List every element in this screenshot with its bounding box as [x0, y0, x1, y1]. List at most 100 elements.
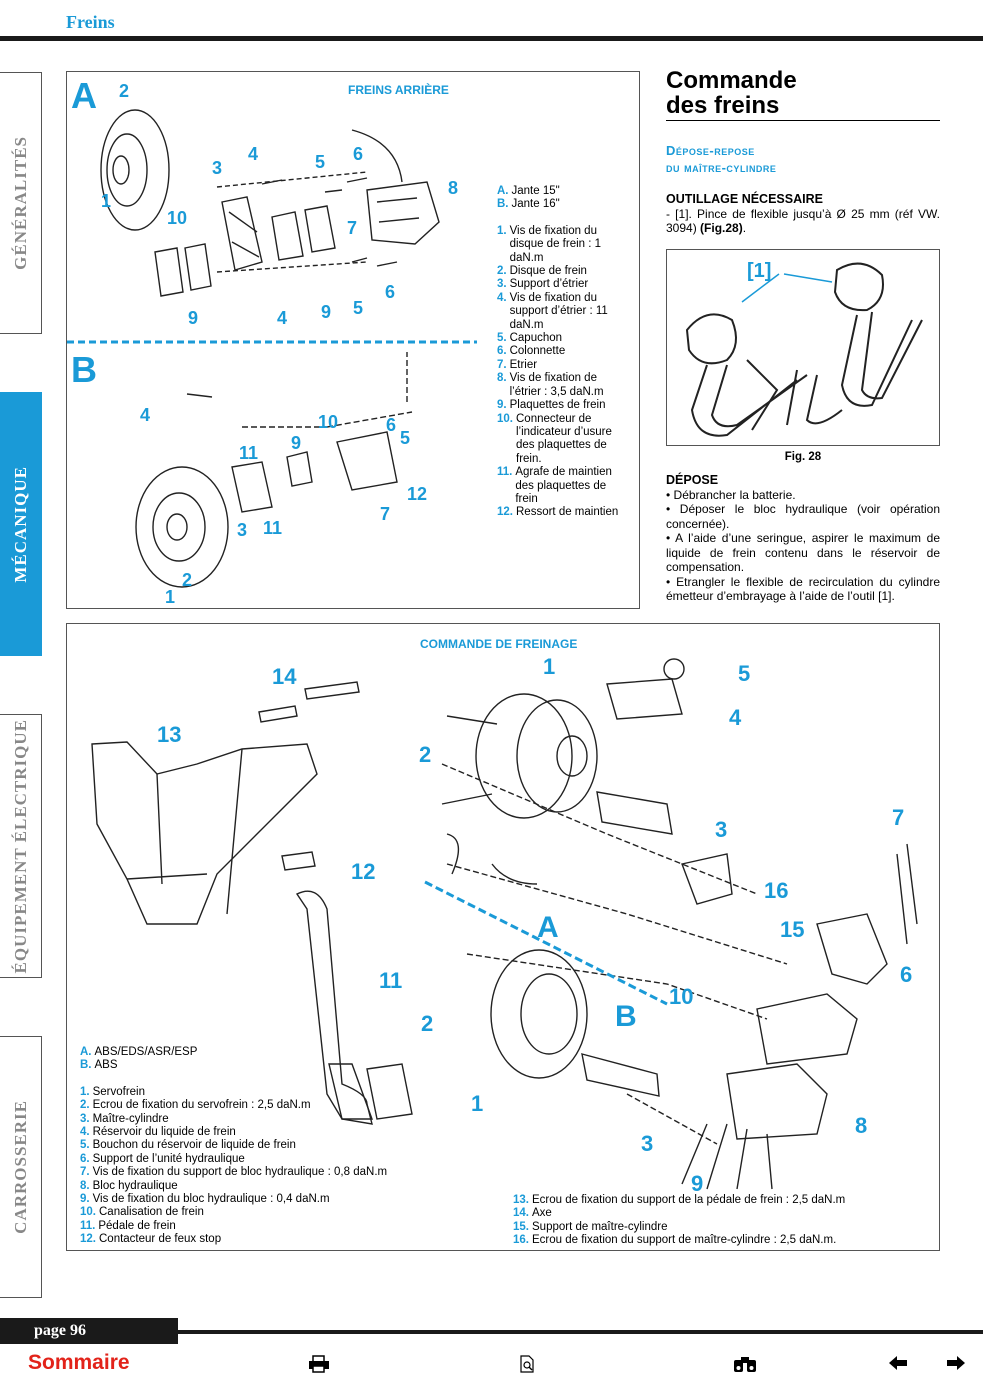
sidebar-tab-label: ÉQUIPEMENT ÉLECTRIQUE — [10, 718, 30, 974]
figure-caption: FREINS ARRIÈRE — [348, 83, 449, 97]
callout: 12 — [351, 859, 375, 884]
arrow-right-icon[interactable] — [946, 1355, 966, 1376]
callout: 8 — [448, 178, 458, 198]
callout: 5 — [738, 661, 750, 686]
tools-text: - [1]. Pince de flexible jusqu’à Ø 25 mm… — [666, 206, 940, 236]
brake-control-drawing: 14 1 5 4 13 2 3 7 12 16 15 6 11 10 2 8 1… — [91, 654, 918, 1196]
page-header-title: Freins — [66, 12, 115, 32]
legend-item: 11.Pédale de frein — [80, 1219, 176, 1232]
rear-brakes-legend: A.Jante 15" B.Jante 16" 1.Vis de fixatio… — [497, 185, 629, 520]
rear-brakes-drawing: A B 2 3 4 5 6 1 10 7 8 9 4 9 5 6 4 10 6 … — [67, 75, 477, 607]
callout: 8 — [855, 1113, 867, 1138]
callout: 12 — [407, 484, 427, 504]
brake-control-legend-left: A.ABS/EDS/ASR/ESP B.ABS 1.Servofrein 2.E… — [80, 1046, 500, 1247]
callout: 7 — [347, 218, 357, 238]
legend-item: 1.Servofrein — [80, 1085, 146, 1098]
callout: 9 — [291, 433, 301, 453]
sidebar-tab-generalites[interactable]: GÉNÉRALITÉS — [0, 72, 42, 334]
hose-clamp-pliers-drawing: [1] — [685, 260, 923, 437]
document-icon[interactable] — [519, 1355, 535, 1378]
legend-item: 11.Agrafe de maintien des plaquettes de … — [497, 466, 612, 505]
callout: 3 — [641, 1131, 653, 1156]
legend-item: 8.Bloc hydraulique — [80, 1179, 178, 1192]
legend-item: 10.Connecteur de l’indicateur d’usure de… — [497, 412, 612, 465]
legend-item: 14.Axe — [513, 1207, 552, 1220]
brake-control-legend-right: 13.Ecrou de fixation du support de la pé… — [513, 1194, 923, 1248]
legend-item: 16.Ecrou de fixation du support de maîtr… — [513, 1234, 837, 1247]
callout: 5 — [400, 428, 410, 448]
fig-reference[interactable]: (Fig.28) — [700, 221, 743, 235]
callout: 3 — [212, 158, 222, 178]
legend-item: 3.Support d’étrier — [497, 278, 589, 291]
variant-item: A.Jante 15" — [497, 185, 560, 197]
binoculars-icon[interactable] — [733, 1355, 757, 1378]
callout: 5 — [353, 298, 363, 318]
legend-item: 4.Réservoir du liquide de frein — [80, 1126, 236, 1139]
sommaire-link[interactable]: Sommaire — [28, 1351, 130, 1374]
figure-28: [1] — [666, 249, 940, 446]
callout: 13 — [157, 722, 181, 747]
callout: 1 — [165, 587, 175, 607]
callout: 10 — [318, 412, 338, 432]
callout: 6 — [900, 962, 912, 987]
callout: 4 — [729, 705, 742, 730]
callout: 6 — [353, 144, 363, 164]
callout: 9 — [188, 308, 198, 328]
legend-item: 5.Capuchon — [497, 332, 563, 345]
tools-section: OUTILLAGE NÉCESSAIRE - [1]. Pince de fle… — [666, 192, 940, 236]
variant-letter-a: A — [537, 911, 559, 944]
depose-step: • Débrancher la batterie. — [666, 487, 796, 502]
arrow-left-icon[interactable] — [888, 1355, 908, 1376]
variant-item: B.Jante 16" — [497, 198, 560, 211]
callout: 1 — [101, 191, 111, 211]
sidebar-tab-mecanique[interactable]: MÉCANIQUE — [0, 392, 42, 656]
sidebar-tab-label: GÉNÉRALITÉS — [10, 136, 30, 270]
callout: 15 — [780, 917, 804, 942]
legend-item: 6.Colonnette — [497, 345, 566, 358]
callout: 10 — [167, 208, 187, 228]
callout: 3 — [715, 817, 727, 842]
depose-step: • A l’aide d’une seringue, aspirer le ma… — [666, 531, 940, 574]
depose-step: • Etrangler le flexible de recirculation… — [666, 574, 940, 604]
callout: 1 — [471, 1091, 483, 1116]
callout: 9 — [321, 302, 331, 322]
callout: 4 — [140, 405, 150, 425]
header-rule — [0, 36, 983, 41]
figure-caption: COMMANDE DE FREINAGE — [420, 637, 578, 651]
legend-item: 10.Canalisation de frein — [80, 1206, 204, 1219]
depose-section: DÉPOSE • Débrancher la batterie. • Dépos… — [666, 473, 940, 604]
callout: 2 — [182, 570, 192, 590]
brake-control-figure: 14 1 5 4 13 2 3 7 12 16 15 6 11 10 2 8 1… — [66, 623, 940, 1251]
callout: 5 — [315, 152, 325, 172]
footer-rule — [0, 1330, 983, 1334]
variant-letter-a: A — [71, 75, 97, 116]
legend-item: 1.Vis de fixation du disque de frein : 1… — [497, 224, 602, 264]
callout: 2 — [119, 81, 129, 101]
legend-item: 7.Vis de fixation du support de bloc hyd… — [80, 1166, 388, 1179]
variant-letter-b: B — [71, 349, 97, 390]
depose-heading: DÉPOSE — [666, 473, 719, 487]
sidebar-tab-label: MÉCANIQUE — [10, 465, 30, 583]
variant-item: B.ABS — [80, 1059, 118, 1072]
legend-item: 9.Plaquettes de frein — [497, 399, 606, 412]
sidebar-tab-label: CARROSSERIE — [10, 1100, 30, 1234]
rear-brakes-figure: A B 2 3 4 5 6 1 10 7 8 9 4 9 5 6 4 10 6 … — [66, 71, 640, 609]
section-title: Commande des freins — [666, 68, 940, 121]
callout: 11 — [379, 968, 402, 993]
callout: 1 — [543, 654, 555, 679]
legend-item: 15.Support de maître-cylindre — [513, 1220, 668, 1233]
callout: 9 — [691, 1171, 703, 1196]
callout: 7 — [892, 805, 904, 830]
callout: 2 — [421, 1011, 433, 1036]
callout: 16 — [764, 878, 788, 903]
callout: 7 — [380, 504, 390, 524]
variant-item: A.ABS/EDS/ASR/ESP — [80, 1046, 198, 1058]
sidebar-tab-carrosserie[interactable]: CARROSSERIE — [0, 1036, 42, 1298]
callout: 14 — [272, 664, 297, 689]
printer-icon[interactable] — [308, 1355, 330, 1378]
callout: 6 — [386, 415, 396, 435]
sidebar-tab-equipement-electrique[interactable]: ÉQUIPEMENT ÉLECTRIQUE — [0, 714, 42, 978]
legend-item: 12.Ressort de maintien — [497, 506, 619, 519]
callout: 11 — [263, 518, 282, 538]
fig-label: [1] — [747, 260, 771, 282]
